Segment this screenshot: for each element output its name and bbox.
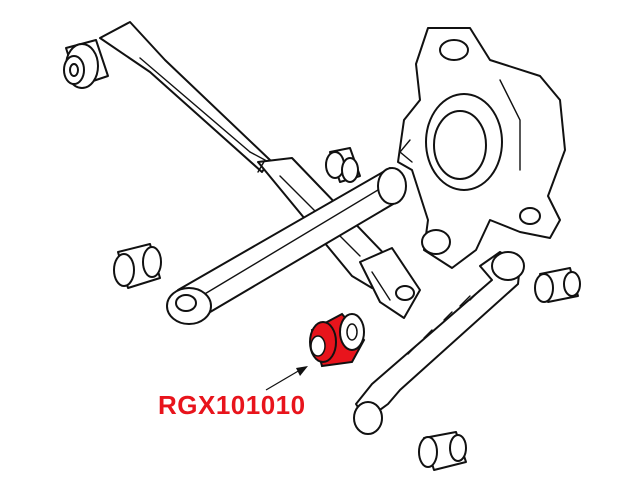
bushing-left: [113, 243, 162, 289]
part-number-label: RGX101010: [158, 390, 306, 420]
pointer-arrow: [265, 366, 308, 391]
bushing-bottom-right: [418, 431, 467, 471]
hub-carrier-knuckle: [397, 27, 566, 269]
cross-link-arm: [166, 167, 407, 325]
arm-end-bushing-top-left: [63, 39, 109, 89]
bushing-center-top: [325, 147, 361, 183]
highlighted-bushing: [309, 312, 366, 368]
arm-bracket-mount: [359, 247, 421, 319]
adjustable-toe-link: [353, 251, 525, 435]
bushing-right: [534, 267, 581, 303]
